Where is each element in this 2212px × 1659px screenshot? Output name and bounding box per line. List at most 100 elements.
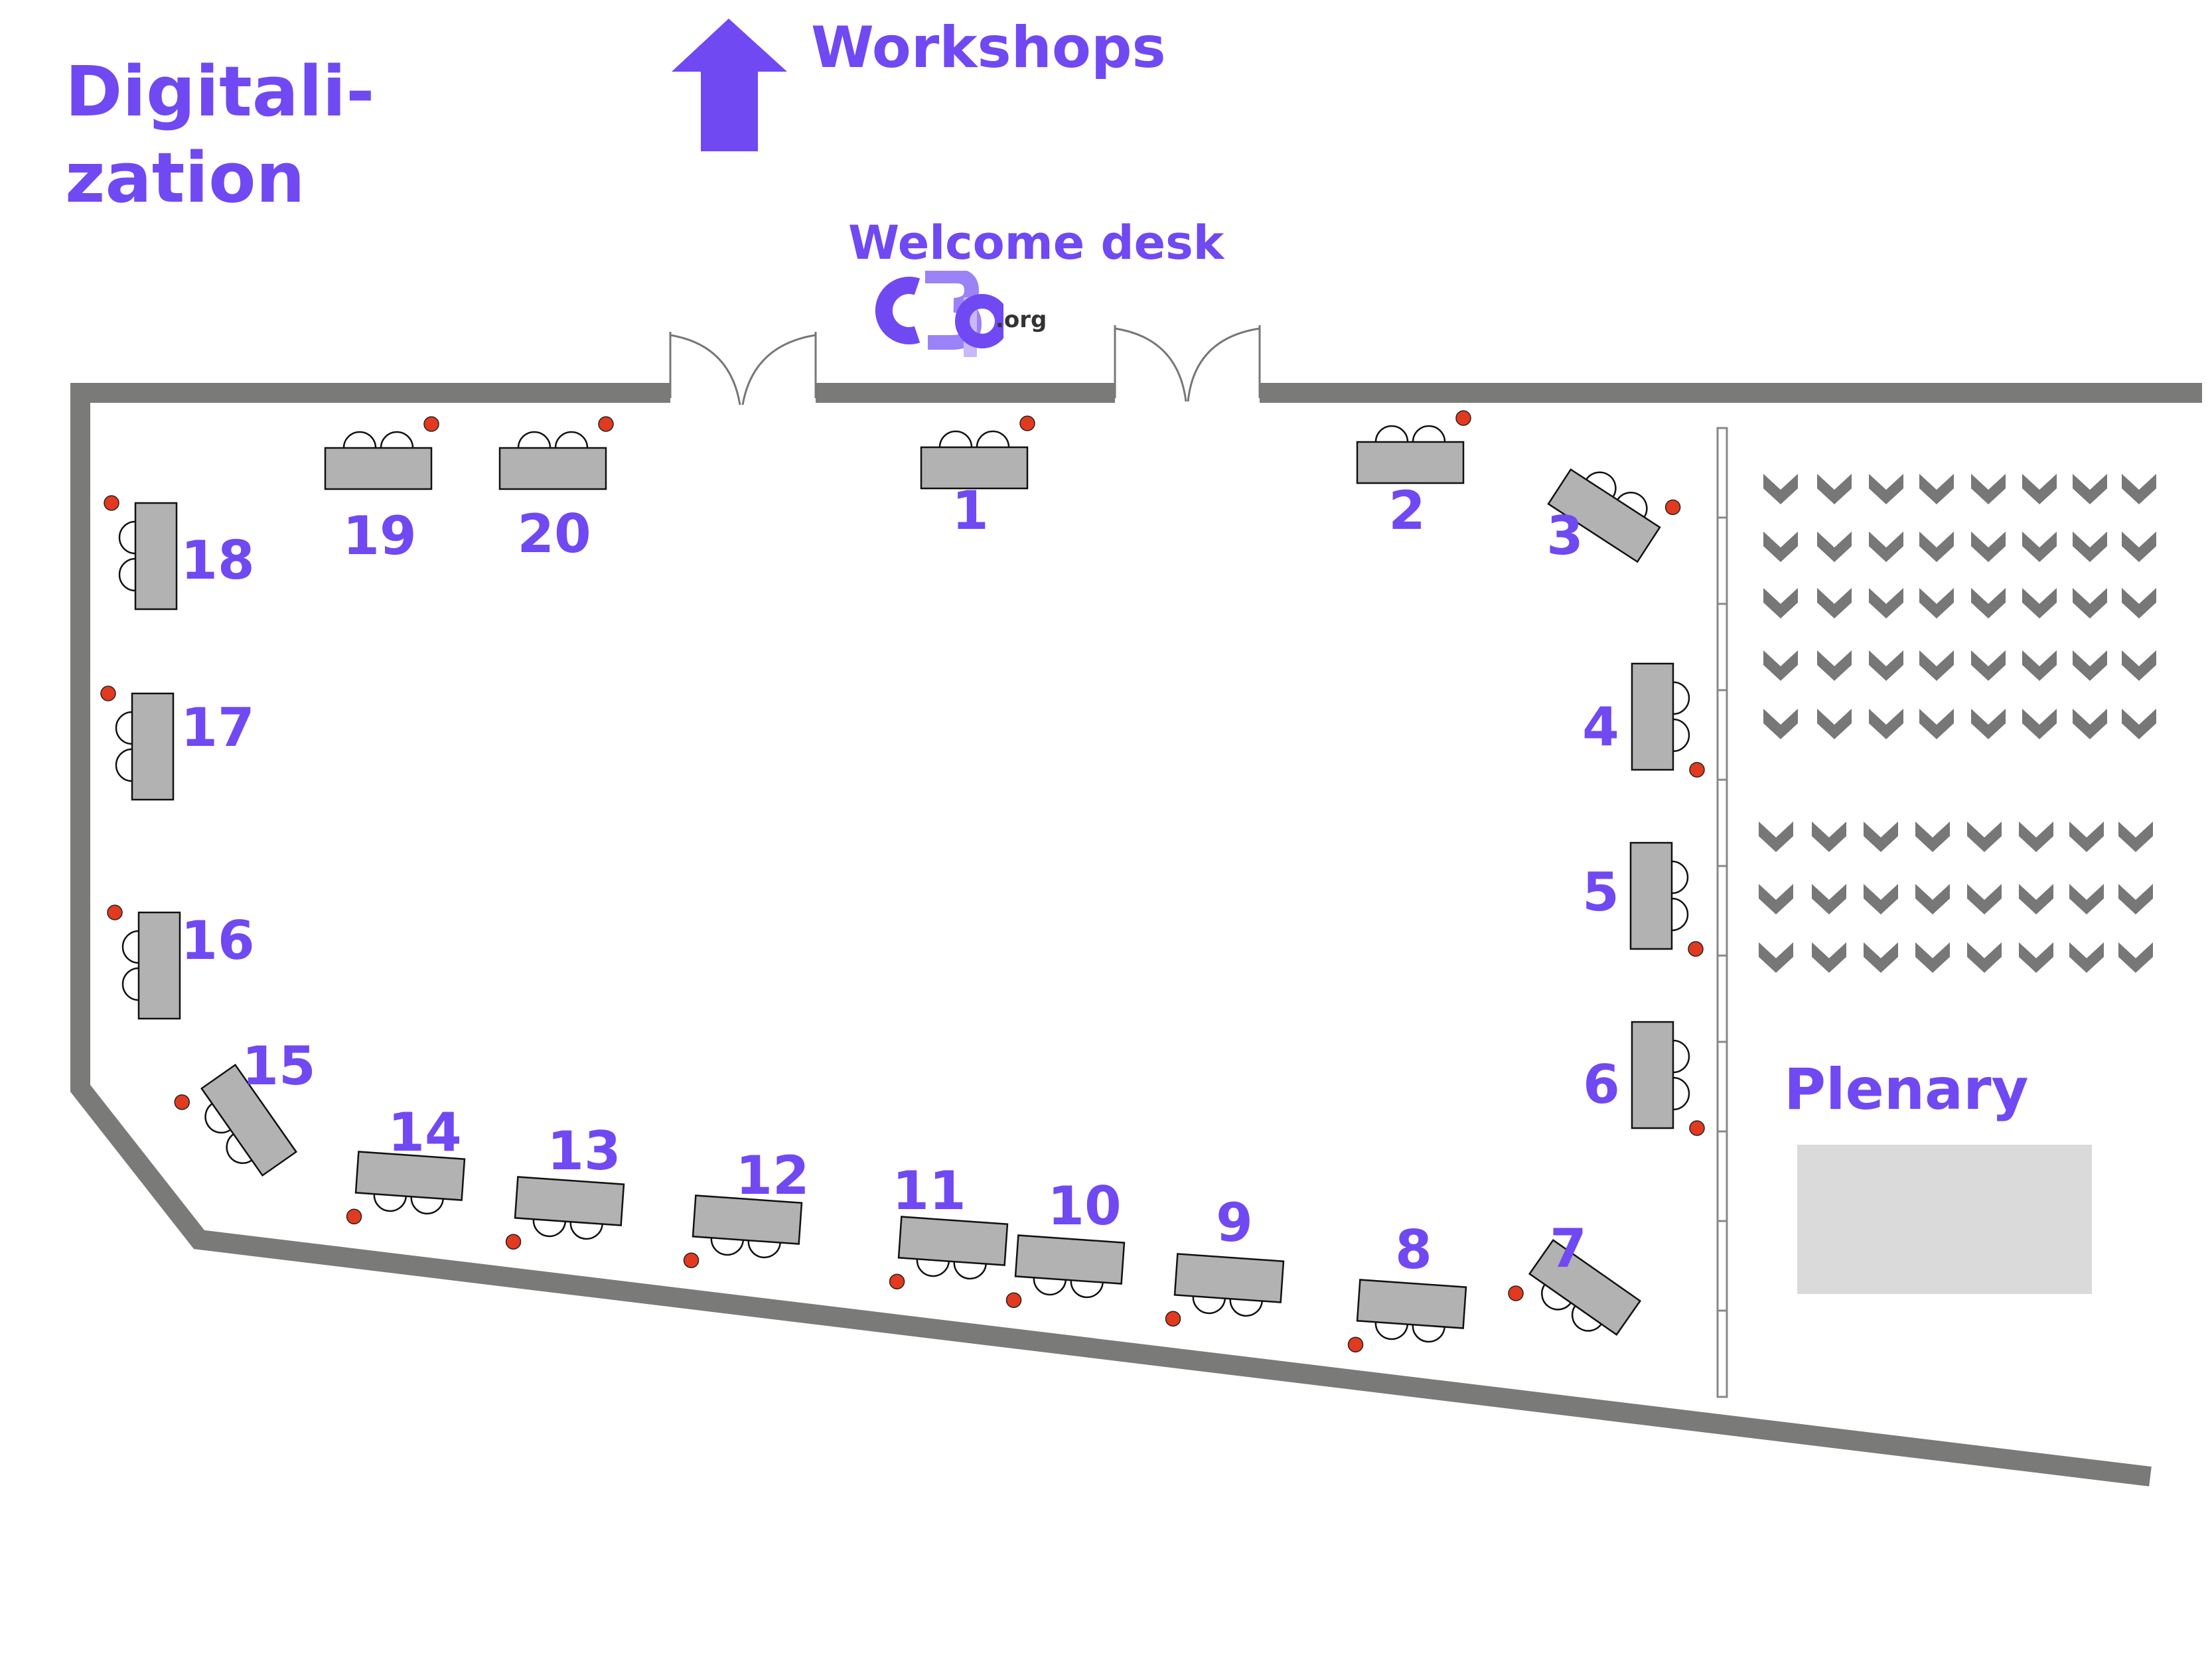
booth-desk[interactable] (498, 416, 614, 490)
booth-desk[interactable] (346, 1151, 466, 1232)
seat-chevron (1869, 588, 1903, 618)
power-socket-icon (505, 1234, 522, 1250)
chair-icon (953, 1262, 987, 1280)
booth-desk[interactable] (920, 415, 1035, 490)
booth-desk[interactable] (683, 1194, 803, 1275)
seat-chevron (2022, 709, 2057, 739)
booth-desks (100, 410, 1705, 1360)
power-socket-icon (889, 1273, 905, 1290)
booth-desk[interactable] (1347, 1279, 1467, 1360)
seat-chevron (1864, 942, 1898, 973)
booth-desk[interactable] (889, 1216, 1009, 1297)
chair-icon (569, 1222, 603, 1240)
seat-chevron (1812, 884, 1846, 914)
c3p-logo: .org (871, 269, 1083, 364)
table (134, 502, 178, 611)
table (131, 692, 175, 801)
seat-chevron (1759, 884, 1793, 914)
chair-icon (916, 1259, 950, 1277)
power-socket-icon (1019, 415, 1035, 431)
seat-chevron (1763, 532, 1798, 562)
power-socket-icon (107, 904, 123, 920)
area-title-line1: Digitali- (65, 51, 375, 132)
chair-icon (226, 1133, 253, 1164)
seat-chevron (1967, 942, 2002, 973)
booth-number: 17 (181, 697, 255, 758)
plenary-divider (1716, 427, 1728, 1398)
seat-chevron (2073, 588, 2107, 618)
seat-chevron (2122, 474, 2156, 504)
seat-chevron (1919, 474, 1954, 504)
seat-chevron (1915, 942, 1950, 973)
table (324, 447, 433, 490)
seat-chevron (2069, 884, 2104, 914)
booth-desk[interactable] (172, 1059, 298, 1194)
table (920, 446, 1029, 490)
chair-icon (121, 967, 139, 1001)
booth-desk[interactable] (1629, 841, 1704, 957)
booth-desk[interactable] (1356, 410, 1471, 484)
door-right (1114, 325, 1261, 402)
seat-chevron (1971, 650, 2006, 681)
seat-chevron (1864, 822, 1898, 852)
seat-chevron (2073, 709, 2107, 739)
booth-number: 6 (1583, 1054, 1620, 1116)
power-socket-icon (1005, 1292, 1022, 1309)
booth-desk[interactable] (104, 495, 178, 611)
power-socket-icon (683, 1252, 700, 1269)
seat-chevron (1759, 942, 1793, 973)
chair-icon (1192, 1296, 1226, 1315)
booth-number: 14 (388, 1102, 462, 1163)
booth-desk[interactable] (1005, 1234, 1126, 1315)
booth-desk[interactable] (1165, 1253, 1285, 1334)
table (897, 1216, 1009, 1266)
chair-icon (118, 557, 136, 592)
chair-icon (1541, 1283, 1572, 1311)
booth-desk[interactable] (100, 685, 175, 801)
booth-number: 9 (1216, 1192, 1253, 1254)
chair-icon (938, 430, 973, 448)
seat-chevron (1919, 532, 1954, 562)
seat-chevron (1919, 650, 1954, 681)
chair-icon (204, 1103, 232, 1134)
table (1173, 1253, 1285, 1303)
area-title-line2: zation (65, 137, 305, 218)
seat-chevron (1817, 532, 1852, 562)
arrow-up-icon (672, 19, 787, 151)
seat-chevron (1971, 532, 2006, 562)
chair-icon (710, 1238, 745, 1256)
chair-icon (1412, 425, 1446, 443)
table (1631, 662, 1674, 771)
booth-number: 13 (547, 1120, 621, 1182)
chair-icon (1672, 1039, 1690, 1074)
walls (70, 383, 2202, 1486)
booth-desk[interactable] (1547, 443, 1683, 566)
chair-icon (1571, 1305, 1602, 1332)
seat-chevron (1919, 588, 1954, 618)
table (1629, 841, 1673, 950)
booth-desk[interactable] (505, 1176, 625, 1257)
seat-chevron (1915, 822, 1950, 852)
seat-chevron (1817, 650, 1852, 681)
booth-desk[interactable] (324, 416, 439, 490)
booth-desk[interactable] (1631, 662, 1705, 778)
seat-chevron (1869, 532, 1903, 562)
seat-chevron (2019, 822, 2053, 852)
power-socket-icon (1347, 1336, 1364, 1353)
workshops-label[interactable]: Workshops (811, 15, 1166, 81)
chair-icon (1585, 471, 1617, 498)
power-socket-icon (1455, 410, 1471, 426)
seat-chevron (1869, 709, 1903, 739)
booth-number: 1 (952, 480, 989, 541)
chair-icon (1671, 860, 1689, 895)
booth-desk[interactable] (1631, 1021, 1705, 1136)
chair-icon (747, 1240, 781, 1259)
booth-number: 15 (242, 1035, 316, 1097)
seat-chevron (1763, 474, 1798, 504)
seat-chevron (1967, 884, 2002, 914)
booth-desk[interactable] (1506, 1236, 1642, 1360)
seat-chevron (1967, 822, 2002, 852)
booth-desk[interactable] (107, 904, 181, 1020)
seat-chevron (2022, 588, 2057, 618)
